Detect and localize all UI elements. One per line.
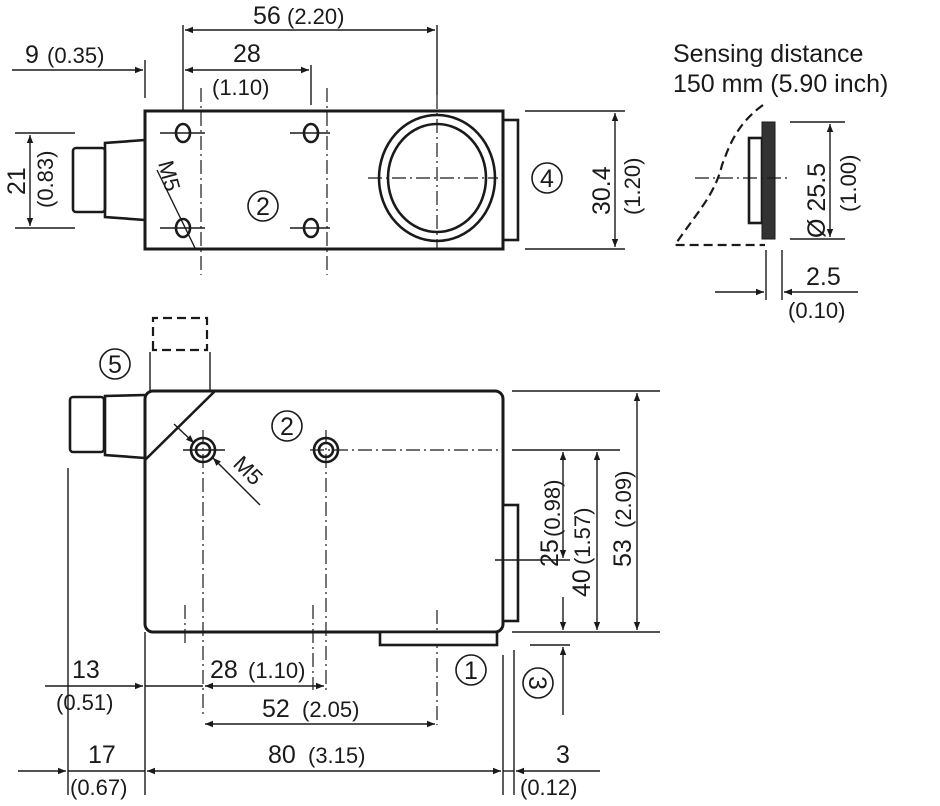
side-knurl (501, 503, 520, 623)
dim-80-inch: (3.15) (308, 743, 365, 768)
sensing-distance-value: 150 mm (5.90 inch) (673, 70, 888, 98)
m5-label-top: M5 (153, 158, 185, 194)
dim-80: 80 (268, 741, 296, 769)
dim-25: 25 (536, 539, 564, 567)
callout-4: 4 (531, 162, 563, 194)
top-view: M5 2 4 56 (2.20) 9 (0.35) 28 (1.10) 21 (… (3, 2, 645, 275)
dim-2-5-inch: (0.10) (788, 298, 845, 323)
dim-56: 56 (253, 2, 281, 30)
svg-text:3: 3 (523, 676, 551, 690)
svg-text:5: 5 (108, 351, 122, 379)
lens-ring (747, 136, 764, 225)
dim-30-4-inch: (1.20) (620, 158, 645, 215)
dim-25-5-inch: (1.00) (836, 155, 861, 212)
dim-25-5: Ø 25.5 (803, 163, 831, 238)
callout-2-front: 2 (271, 410, 303, 442)
dim-52: 52 (262, 695, 290, 723)
chamfer-line (144, 390, 216, 461)
front-connector (68, 393, 146, 460)
mounting-holes (160, 88, 330, 275)
dim-25-inch: (0.98) (540, 480, 565, 537)
callout-5: 5 (99, 348, 131, 380)
svg-text:2: 2 (280, 413, 294, 441)
m5-leader (156, 169, 197, 251)
knurled-disc (761, 121, 776, 240)
dim-56-inch: (2.20) (287, 4, 344, 29)
dim-3-inch: (0.12) (520, 775, 577, 800)
dim-52-inch: (2.05) (302, 697, 359, 722)
dim-53: 53 (609, 539, 637, 567)
dim-28-top-inch: (1.10) (212, 75, 269, 100)
dim-53-inch: (2.09) (611, 471, 636, 528)
dim-28-top: 28 (233, 40, 261, 68)
front-holes (183, 430, 503, 725)
dim-40: 40 (568, 569, 596, 597)
top-knurl (501, 118, 520, 242)
top-connector (71, 138, 146, 222)
dim-21-inch: (0.83) (33, 151, 58, 208)
rotated-connector-dashed (149, 316, 211, 391)
callout-1: 1 (455, 654, 487, 686)
front-view: M5 5 2 1 3 25 (0.98) 40 (1.57) 53 (18, 316, 660, 800)
svg-text:2: 2 (256, 193, 270, 221)
svg-text:4: 4 (540, 165, 554, 193)
dim-30-4: 30.4 (588, 166, 616, 215)
callout-2-top: 2 (247, 190, 279, 222)
dim-13: 13 (72, 656, 100, 684)
callout-3: 3 (522, 667, 554, 699)
front-body-outline (143, 389, 505, 634)
dim-28-front: 28 (210, 656, 238, 684)
dim-2-5: 2.5 (806, 263, 841, 291)
dim-9: 9 (25, 41, 39, 69)
target-outline (672, 104, 765, 247)
side-view: Sensing distance 150 mm (5.90 inch) Ø 25… (672, 40, 888, 323)
dim-28-front-inch: (1.10) (248, 658, 305, 683)
dim-9-inch: (0.35) (47, 43, 104, 68)
svg-text:1: 1 (464, 657, 478, 685)
m5-leader-front (212, 457, 261, 506)
dim-17: 17 (88, 741, 116, 769)
m5-label-front: M5 (228, 451, 267, 490)
dim-17-inch: (0.67) (70, 775, 127, 800)
dim-3: 3 (556, 741, 570, 769)
sensing-distance-label: Sensing distance (673, 40, 863, 68)
dim-13-inch: (0.51) (56, 690, 113, 715)
dim-21: 21 (3, 167, 31, 195)
lens (368, 95, 498, 249)
bottom-knurl (378, 630, 499, 647)
dim-40-inch: (1.57) (570, 508, 595, 565)
